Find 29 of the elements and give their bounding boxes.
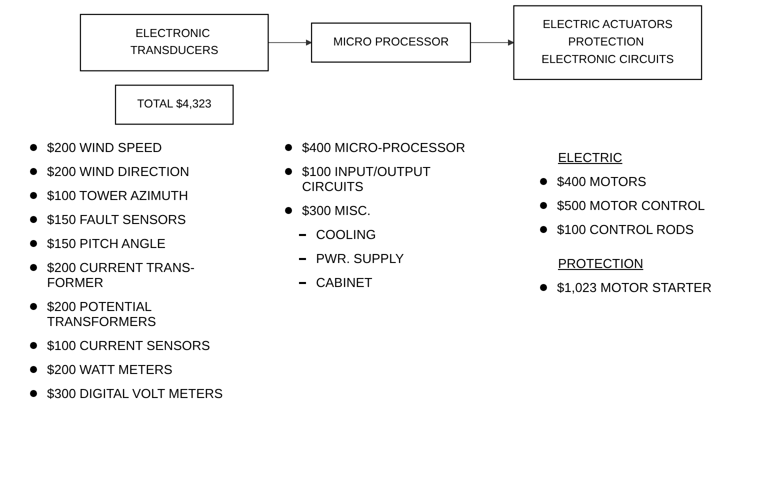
cost-item: $200 WIND DIRECTION [47, 164, 190, 179]
arrow [268, 39, 312, 46]
block-diagram: ELECTRONIC TRANSDUCERS MICRO PROCESSOR ELECTRIC ACTUATORS PROTECTION ELECTRONIC CIRCUITS TOTAL $4,323 [0, 0, 782, 130]
section-heading: PROTECTION [558, 256, 644, 271]
cost-item: $100 CONTROL RODS [557, 222, 694, 237]
node-box [80, 14, 269, 72]
arrow [470, 39, 514, 46]
cost-item: COOLING [316, 227, 376, 242]
cost-item: $200 WATT METERS [47, 362, 172, 377]
node-box [311, 22, 471, 63]
cost-item: $200 POTENTIAL TRANSFORMERS [47, 299, 158, 329]
cost-item: $500 MOTOR CONTROL [557, 198, 705, 213]
cost-item: $200 CURRENT TRANS- FORMER [47, 260, 196, 290]
cost-item: $400 MICRO-PROCESSOR [302, 140, 466, 155]
cost-item: $100 INPUT/OUTPUT CIRCUITS [302, 164, 432, 194]
cost-item: PWR. SUPPLY [316, 251, 404, 266]
cost-item: $150 FAULT SENSORS [47, 212, 186, 227]
cost-item: $400 MOTORS [557, 174, 646, 189]
cost-item: $300 MISC. [302, 203, 371, 218]
cost-item: $150 PITCH ANGLE [47, 236, 166, 251]
node-box [513, 5, 702, 80]
cost-item: $100 TOWER AZIMUTH [47, 188, 188, 203]
cost-item: $1,023 MOTOR STARTER [557, 280, 712, 295]
node-box [114, 84, 234, 125]
cost-item: $200 WIND SPEED [47, 140, 162, 155]
cost-item: $100 CURRENT SENSORS [47, 338, 210, 353]
cost-item: $300 DIGITAL VOLT METERS [47, 386, 223, 401]
section-heading: ELECTRIC [558, 150, 622, 165]
cost-item: CABINET [316, 275, 372, 290]
